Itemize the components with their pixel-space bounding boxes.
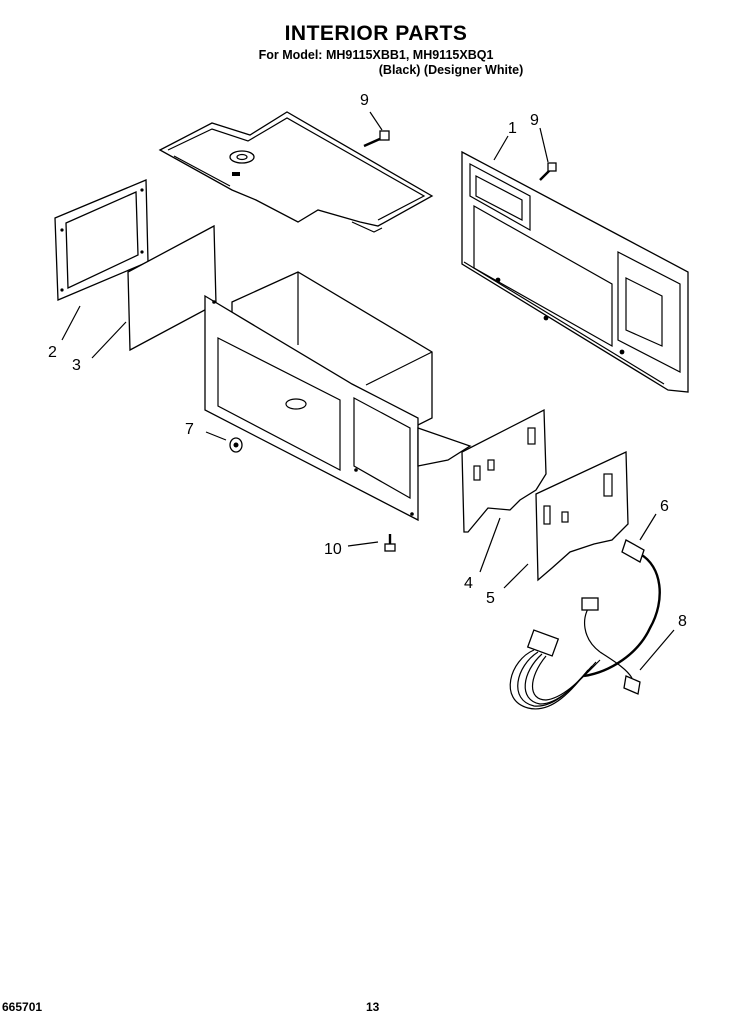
callout-7: 7 (185, 421, 194, 438)
screw-part-9-right (539, 162, 557, 181)
front-frame-part-1 (461, 150, 689, 393)
callout-5: 5 (486, 590, 495, 607)
side-panel-part-4 (461, 408, 547, 533)
side-panel-part-5 (535, 450, 629, 582)
nut-part-7 (229, 437, 243, 453)
screw-part-10 (384, 534, 396, 552)
page-number: 13 (366, 1000, 380, 1014)
diagram-header: INTERIOR PARTS For Model: MH9115XBB1, MH… (0, 22, 752, 78)
callout-3: 3 (72, 357, 81, 374)
callout-10: 10 (324, 541, 342, 558)
callout-9-right: 9 (530, 112, 539, 129)
power-cord-part-6 (583, 539, 661, 678)
model-numbers: For Model: MH9115XBB1, MH9115XBQ1 (258, 48, 494, 62)
frame-part-2 (54, 179, 149, 301)
callout-9-top: 9 (360, 92, 369, 109)
callout-8: 8 (678, 613, 687, 630)
screw-part-9-top (363, 130, 390, 148)
page-title: INTERIOR PARTS (284, 22, 468, 45)
callout-1: 1 (508, 120, 517, 137)
top-cover-plate (158, 111, 434, 233)
color-variants: (Black) (Designer White) (378, 63, 524, 77)
callout-6: 6 (660, 498, 669, 515)
cavity-box (204, 271, 472, 522)
callout-2: 2 (48, 344, 57, 361)
document-number: 665701 (2, 1000, 43, 1014)
callout-4: 4 (464, 575, 473, 592)
wire-harness-part-8 (509, 597, 641, 710)
leader-lines (61, 111, 675, 671)
